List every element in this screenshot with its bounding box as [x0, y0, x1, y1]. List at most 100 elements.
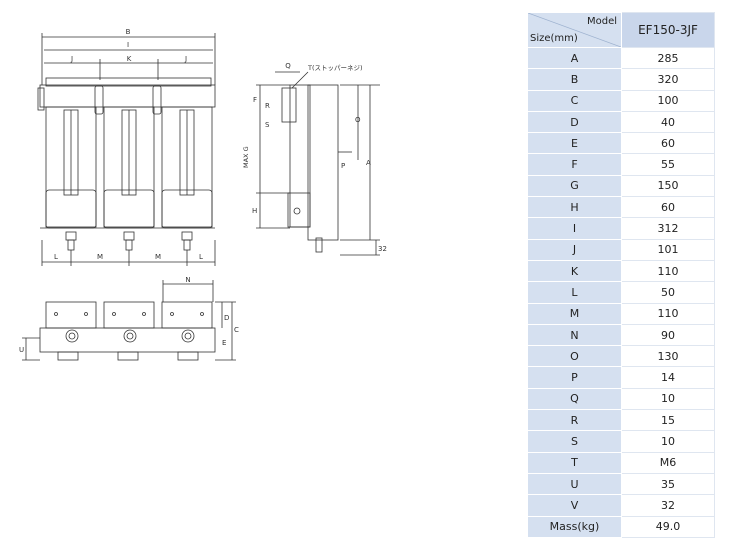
dim-label-e: E [222, 339, 226, 347]
header-corner-cell: Model Size(mm) [527, 12, 622, 48]
spec-row-label: A [527, 46, 622, 70]
spec-row-value: 101 [621, 238, 715, 261]
spec-row-value: 35 [621, 472, 715, 496]
spec-row-label: S [527, 430, 622, 453]
dim-label-j-right: J [184, 55, 187, 63]
dim-label-l-right: L [199, 253, 203, 261]
spec-row-value: 90 [621, 323, 715, 347]
spec-row-label: N [527, 323, 622, 347]
spec-row-label: R [527, 409, 622, 432]
bottom-view: N D C E U [19, 276, 239, 361]
spec-row-value: 110 [621, 302, 715, 325]
spec-row-label: Q [527, 387, 622, 411]
stopper-label: T(ストッパーネジ) [307, 64, 363, 72]
dim-label-s: S [265, 121, 270, 129]
dim-label-p: P [341, 162, 345, 170]
spec-row-value: 285 [621, 46, 715, 70]
spec-row-value: M6 [621, 451, 715, 474]
spec-row-label: P [527, 366, 622, 389]
dim-label-h: H [252, 207, 257, 215]
dim-label-m-right: M [155, 253, 161, 261]
dim-label-q: Q [285, 62, 291, 70]
dim-label-r: R [265, 102, 270, 110]
spec-row-value: 40 [621, 110, 715, 134]
model-name: EF150-3JF [621, 12, 715, 48]
spec-row-label: C [527, 89, 622, 112]
front-view: B I J K J [37, 28, 216, 266]
spec-row-value: 312 [621, 217, 715, 240]
spec-row-label: U [527, 472, 622, 496]
spec-row-value: 110 [621, 259, 715, 283]
spec-row-value: 100 [621, 89, 715, 112]
spec-row-label: V [527, 494, 622, 517]
spec-row-label: I [527, 217, 622, 240]
dim-label-u: U [19, 346, 24, 354]
spec-row-label: H [527, 196, 622, 219]
spec-row-label: Mass(kg) [527, 515, 622, 538]
spec-row-value: 49.0 [621, 515, 715, 538]
dim-label-32: 32 [378, 245, 387, 253]
spec-row-label: M [527, 302, 622, 325]
spec-row-value: 55 [621, 153, 715, 176]
spec-row-label: D [527, 110, 622, 134]
spec-row: Mass(kg)49.0 [527, 515, 715, 538]
spec-row-label: G [527, 174, 622, 198]
dim-label-j-left: J [70, 55, 73, 63]
dim-label-d: D [224, 314, 229, 322]
spec-row-value: 50 [621, 281, 715, 304]
technical-drawing: B I J K J [19, 28, 387, 361]
dim-label-m-left: M [97, 253, 103, 261]
spec-row-value: 320 [621, 68, 715, 91]
dim-label-i: I [127, 41, 129, 49]
dim-label-c: C [234, 326, 239, 334]
spec-row-value: 60 [621, 132, 715, 155]
spec-row-value: 10 [621, 430, 715, 453]
spec-row-label: O [527, 345, 622, 368]
spec-row-label: T [527, 451, 622, 474]
dim-label-f: F [253, 96, 257, 104]
spec-table-header: Model Size(mm) EF150-3JF [527, 12, 715, 48]
spec-row-label: E [527, 132, 622, 155]
header-size-label: Size(mm) [530, 33, 578, 44]
spec-row-label: J [527, 238, 622, 261]
spec-row-value: 150 [621, 174, 715, 198]
header-model-label: Model [586, 16, 617, 27]
spec-row-value: 10 [621, 387, 715, 411]
dim-label-max-g: MAX G [242, 146, 250, 168]
spec-row-label: L [527, 281, 622, 304]
spec-row-value: 14 [621, 366, 715, 389]
spec-row-value: 130 [621, 345, 715, 368]
spec-row-label: B [527, 68, 622, 91]
dim-label-b: B [126, 28, 131, 36]
side-view: T(ストッパーネジ) Q F R S MAX G H O A P 32 [242, 62, 387, 256]
dim-label-a: A [366, 159, 371, 167]
spec-row-label: F [527, 153, 622, 176]
dim-label-k: K [127, 55, 132, 63]
spec-row-value: 32 [621, 494, 715, 517]
dim-label-o: O [355, 116, 361, 124]
dim-label-l-left: L [54, 253, 58, 261]
spec-row-value: 15 [621, 409, 715, 432]
